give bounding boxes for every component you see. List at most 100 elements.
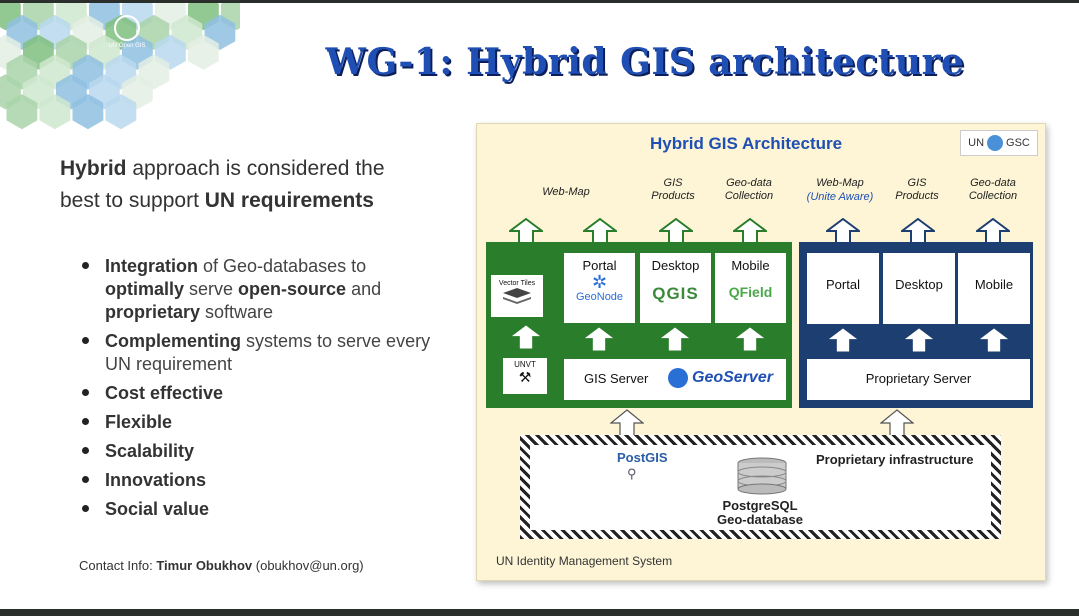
prop-mobile-label: Mobile [974, 277, 1014, 292]
bullet-bold: Integration [105, 256, 198, 276]
cube-tile [6, 94, 38, 130]
prop-portal-box: Portal [807, 253, 879, 324]
bullet-bold: open-source [238, 279, 347, 299]
bullet-text: of Geo-databases to [198, 256, 367, 276]
vector-tiles-label: Vector Tiles [498, 280, 536, 287]
cube-tile [72, 94, 104, 130]
postgis-elephant-icon: ⚲ [627, 466, 637, 481]
geodatabase-label: PostgreSQL Geo-database [700, 499, 820, 527]
bullet-bold: proprietary [105, 302, 201, 322]
prop-mobile-box: Mobile [958, 253, 1030, 324]
headline-text-2: best to support [60, 189, 205, 212]
database-icon [737, 457, 787, 495]
geonode-icon: ✲ [591, 272, 608, 292]
gis-server-label: GIS Server [584, 371, 649, 386]
label-web-map-prop: Web-Map [816, 177, 864, 189]
proprietary-server-label: Proprietary Server [865, 371, 972, 386]
bullet-text: systems to serve every UN requirement [105, 331, 431, 374]
bullet-bold: Social value [105, 499, 210, 519]
diagram-title: Hybrid GIS Architecture [650, 134, 843, 153]
proprietary-infrastructure-label: Proprietary infrastructure [816, 452, 974, 467]
geonode-label: GeoNode [575, 291, 624, 303]
label-geodata-collection-open: Geo-data Collection [724, 177, 774, 202]
bullet-bold: Complementing [105, 331, 242, 351]
geoserver-label: GeoServer [692, 369, 773, 386]
desktop-qgis-box: Desktop QGIS [640, 253, 711, 323]
desktop-label: Desktop [651, 258, 700, 273]
contact-email: (obukhov@un.org) [252, 558, 364, 573]
bullet-text: software [200, 302, 274, 322]
label-gis-products-open: GIS Products [651, 177, 695, 202]
label-web-map-open: Web-Map [542, 186, 590, 198]
bullet-item: Social value [80, 498, 440, 521]
top-frame-bar [0, 0, 1079, 3]
up-arrow-icon [979, 328, 1009, 352]
up-arrow-icon [511, 325, 541, 349]
headline: Hybrid approach is considered the best t… [60, 153, 460, 217]
bullet-text: and [346, 279, 382, 299]
up-arrow-icon [828, 328, 858, 352]
up-arrow-icon [660, 327, 690, 351]
bullet-text: serve [184, 279, 239, 299]
headline-bold-1: Hybrid [60, 157, 127, 180]
un-gsc-logo: UN GSC [960, 130, 1038, 156]
contact-prefix: Contact Info: [79, 558, 157, 573]
bullet-item: Innovations [80, 469, 440, 492]
layers-icon [503, 288, 531, 304]
prop-desktop-box: Desktop [883, 253, 955, 324]
cube-pattern-decoration [0, 3, 240, 130]
bullet-bold: Innovations [105, 470, 207, 490]
qgis-label: QGIS [652, 284, 699, 303]
postgis-label: PostGIS [617, 450, 668, 465]
cube-tile [105, 94, 137, 130]
mobile-qfield-box: Mobile QField [715, 253, 786, 323]
bullet-item: Cost effective [80, 382, 440, 405]
bullet-item: Flexible [80, 411, 440, 434]
contact-name: Timur Obukhov [156, 558, 253, 573]
unvt-box: UNVT ⚒ [503, 358, 547, 394]
up-arrow-icon [584, 327, 614, 351]
slide: UN Open GIS WG-1: Hybrid GIS architectur… [0, 3, 1079, 609]
un-gsc-logo-left: UN [968, 137, 985, 149]
vector-tiles-box: Vector Tiles [491, 275, 543, 317]
up-arrow-icon [735, 327, 765, 351]
bullet-bold: Cost effective [105, 383, 224, 403]
un-open-gis-logo: UN Open GIS [107, 15, 147, 57]
headline-text-1: approach is considered the [126, 157, 385, 180]
contact-info: Contact Info: Timur Obukhov (obukhov@un.… [79, 558, 364, 573]
qfield-label: QField [728, 284, 773, 300]
up-arrow-icon [904, 328, 934, 352]
bullet-list: Integration of Geo-databases to optimall… [80, 255, 440, 527]
bullet-bold: Flexible [105, 412, 173, 432]
cube-tile [188, 34, 219, 70]
label-gis-products-prop: GIS Products [895, 177, 939, 202]
label-unite-aware: (Unite Aware) [806, 191, 874, 203]
bullet-item: Integration of Geo-databases to optimall… [80, 255, 440, 324]
cube-tile [39, 94, 71, 130]
un-emblem-icon [114, 15, 140, 41]
bullet-item: Scalability [80, 440, 440, 463]
gis-server-box: GIS Server GeoServer [564, 359, 786, 400]
prop-desktop-label: Desktop [895, 277, 943, 292]
identity-management-label: UN Identity Management System [496, 554, 673, 568]
bullet-bold: Scalability [105, 441, 195, 461]
proprietary-server-box: Proprietary Server [807, 359, 1030, 400]
prop-portal-label: Portal [826, 277, 860, 292]
tools-icon: ⚒ [518, 369, 532, 385]
label-geodata-collection-prop: Geo-data Collection [968, 177, 1018, 202]
postgresql-label: PostgreSQL [722, 498, 798, 513]
un-gsc-logo-right: GSC [1006, 137, 1030, 149]
slide-title: WG-1: Hybrid GIS architecture [325, 41, 965, 83]
portal-label: Portal [582, 258, 617, 273]
unvt-label: UNVT [514, 360, 536, 369]
geoserver-icon [668, 368, 688, 388]
un-globe-icon [987, 135, 1004, 151]
mobile-label: Mobile [731, 258, 770, 273]
logo-text: UN Open GIS [108, 43, 146, 49]
bullet-item: Complementing systems to serve every UN … [80, 330, 440, 376]
headline-bold-2: UN requirements [204, 189, 374, 212]
geo-database-label: Geo-database [717, 512, 803, 527]
bottom-frame-bar [0, 609, 1079, 616]
bullet-bold: optimally [105, 279, 185, 299]
portal-geonode-box: Portal ✲ GeoNode [564, 253, 635, 323]
